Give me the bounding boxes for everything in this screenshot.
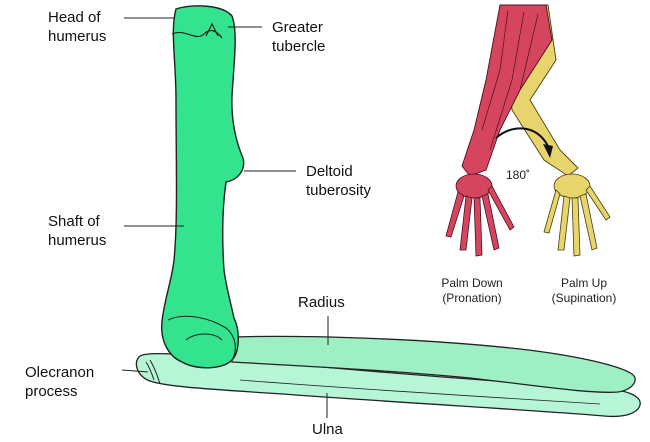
- label-greater-tubercle: Greater tubercle: [272, 19, 326, 55]
- elbow-joint-mark: [167, 315, 236, 361]
- leader-olecranon-process: [121, 369, 149, 373]
- rotation-arrow: [495, 127, 549, 147]
- ulna-inner-line: [239, 379, 601, 405]
- label-radius: Radius: [298, 294, 345, 311]
- label-olecranon-process: Olecranon process: [25, 364, 95, 400]
- humerus-bone: [161, 5, 245, 369]
- greater-tubercle-mark: [171, 22, 223, 39]
- palm-down-hand: [445, 173, 515, 257]
- label-head-of-humerus: Head of humerus: [48, 9, 107, 45]
- label-palm-up: Palm Up (Supination): [551, 276, 617, 305]
- rotation-arrowhead: [543, 144, 553, 158]
- label-shaft-of-humerus: Shaft of humerus: [48, 213, 107, 249]
- rotation-inset: [445, 4, 611, 257]
- label-ulna: Ulna: [312, 421, 343, 438]
- label-rotation-angle: 180˚: [506, 168, 531, 182]
- radius-bone: [231, 335, 636, 393]
- pronation-forearm: [461, 4, 553, 177]
- label-deltoid-tuberosity: Deltoid tuberosity: [306, 163, 372, 199]
- olecranon-mark: [145, 359, 161, 385]
- palm-up-hand: [543, 173, 611, 257]
- label-palm-down: Palm Down (Pronation): [441, 276, 503, 305]
